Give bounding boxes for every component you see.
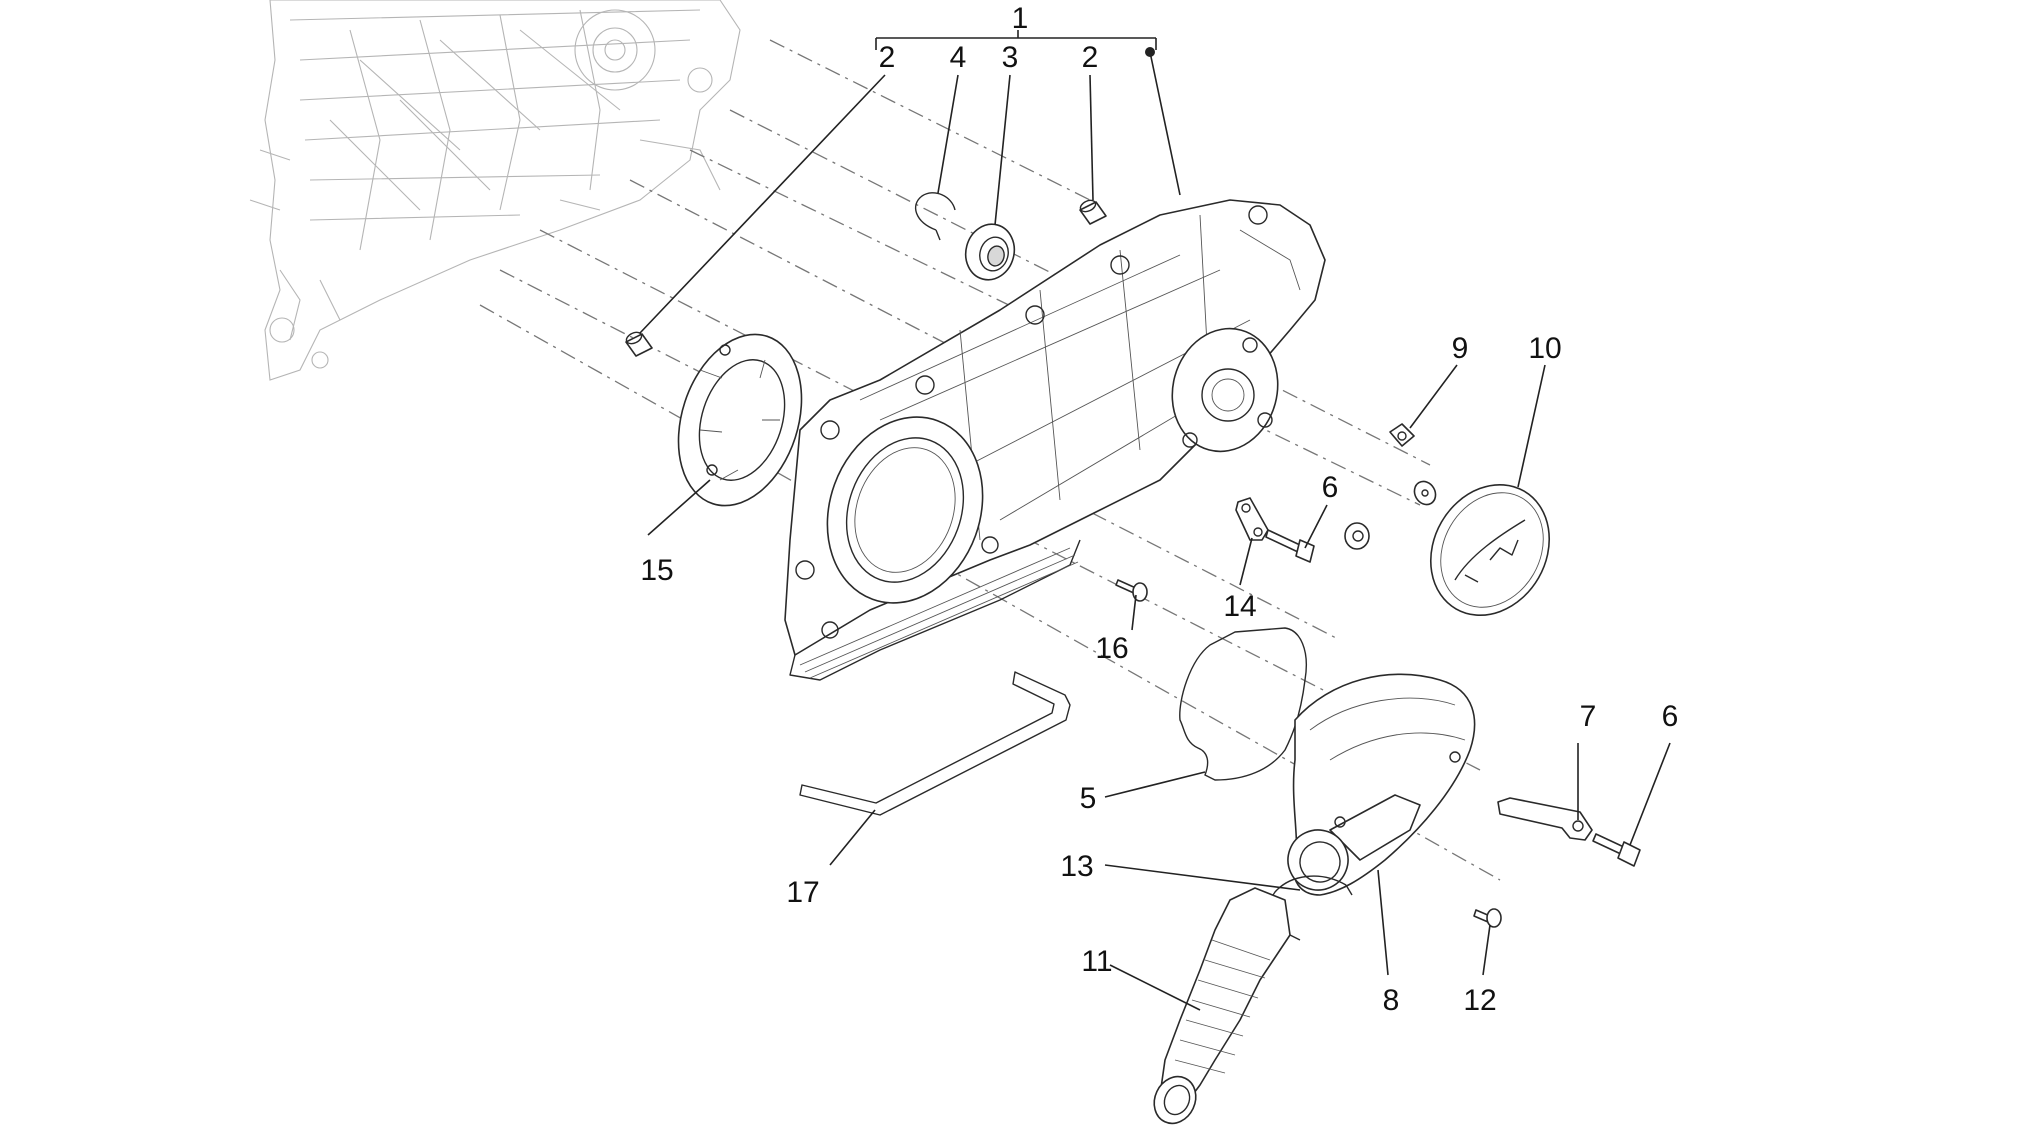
label-part-10: 10: [1528, 332, 1561, 365]
label-part-15: 15: [640, 554, 673, 587]
dowel-pin-right: [1079, 199, 1107, 225]
label-part-7: 7: [1580, 700, 1597, 733]
screw-lower: [1473, 908, 1502, 928]
grommet: [1344, 522, 1370, 550]
air-shroud: [677, 333, 803, 507]
logo-cap: [1429, 483, 1551, 617]
dowel-pin-left: [625, 331, 653, 357]
label-part-12: 12: [1463, 984, 1496, 1017]
label-part-17: 17: [786, 876, 819, 909]
label-part-4: 4: [950, 41, 967, 74]
small-bracket: [1497, 797, 1593, 841]
seal-strip: [799, 671, 1071, 816]
label-part-3: 3: [1002, 41, 1019, 74]
label-part-6-upper: 6: [1322, 471, 1339, 504]
transmission-cover: [784, 199, 1326, 681]
washer: [1413, 480, 1437, 506]
part-labels: 1 2 4 3 2 9 10 6 15 14 16 7 6 5 13 17 11…: [640, 2, 1678, 1017]
bolt-upper: [1265, 529, 1315, 563]
bearing: [964, 223, 1016, 281]
label-part-8: 8: [1383, 984, 1400, 1017]
gasket: [1179, 627, 1307, 781]
intake-hose: [1153, 887, 1291, 1125]
crankcase-background: [249, 0, 741, 381]
label-part-14: 14: [1223, 590, 1256, 623]
label-part-13: 13: [1060, 850, 1093, 883]
screw: [1115, 579, 1148, 602]
bolt-lower: [1592, 833, 1641, 867]
leader-lines: [639, 30, 1671, 1011]
label-part-11: 11: [1081, 945, 1112, 978]
label-part-2-right: 2: [1082, 41, 1099, 74]
label-part-16: 16: [1095, 632, 1128, 665]
bracket: [1235, 497, 1269, 541]
label-part-6-lower: 6: [1662, 700, 1679, 733]
label-part-2-left: 2: [879, 41, 896, 74]
clip-nut: [1389, 423, 1415, 447]
circlip: [914, 192, 956, 241]
label-part-1: 1: [1012, 2, 1029, 35]
air-intake-housing: [1287, 673, 1476, 896]
label-part-9: 9: [1452, 332, 1469, 365]
label-part-5: 5: [1080, 782, 1097, 815]
